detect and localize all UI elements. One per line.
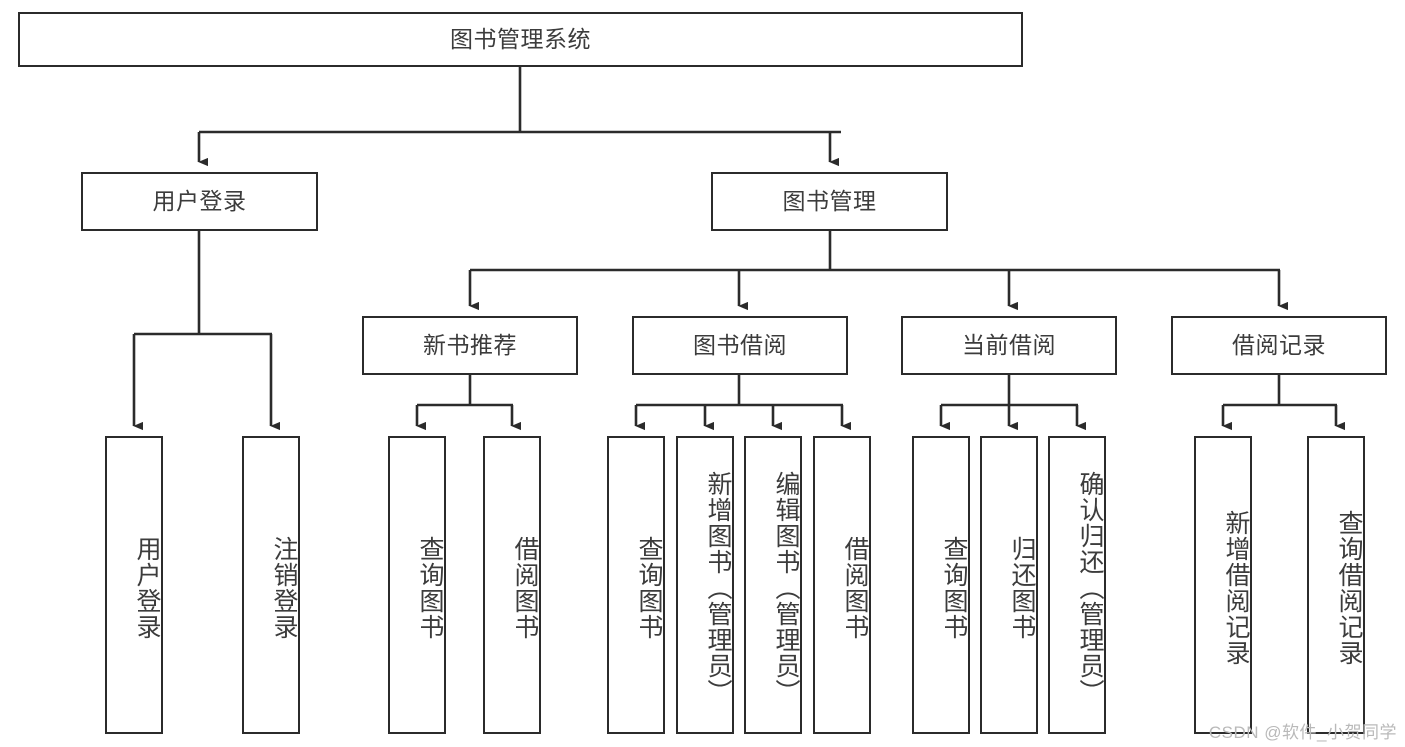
node-leaf-confirm-return-admin[interactable]: 确认归还（管理员） (1048, 436, 1106, 734)
node-label: 注销登录 (270, 536, 298, 640)
node-label: 新增图书（管理员） (704, 471, 732, 705)
node-leaf-query-book-1[interactable]: 查询图书 (388, 436, 446, 734)
node-leaf-logout-login[interactable]: 注销登录 (242, 436, 300, 734)
node-leaf-query-borrow-record[interactable]: 查询借阅记录 (1307, 436, 1365, 734)
node-label: 查询图书 (635, 536, 663, 640)
node-leaf-return-book[interactable]: 归还图书 (980, 436, 1038, 734)
node-label: 归还图书 (1008, 536, 1036, 640)
node-label: 当前借阅 (962, 331, 1056, 358)
node-root-book-management-system[interactable]: 图书管理系统 (18, 12, 1023, 67)
node-label: 新增借阅记录 (1222, 510, 1250, 666)
node-leaf-borrow-book-1[interactable]: 借阅图书 (483, 436, 541, 734)
node-label: 查询借阅记录 (1335, 510, 1363, 666)
node-user-login[interactable]: 用户登录 (81, 172, 318, 231)
node-book-management[interactable]: 图书管理 (711, 172, 948, 231)
node-new-book-recommend[interactable]: 新书推荐 (362, 316, 578, 375)
node-leaf-add-borrow-record[interactable]: 新增借阅记录 (1194, 436, 1252, 734)
node-leaf-query-book-3[interactable]: 查询图书 (912, 436, 970, 734)
node-label: 查询图书 (416, 536, 444, 640)
node-label: 编辑图书（管理员） (772, 471, 800, 705)
node-leaf-edit-book-admin[interactable]: 编辑图书（管理员） (744, 436, 802, 734)
node-label: 借阅图书 (841, 536, 869, 640)
node-label: 用户登录 (152, 187, 247, 214)
node-label: 用户登录 (133, 536, 161, 640)
node-current-borrow[interactable]: 当前借阅 (901, 316, 1117, 375)
node-book-borrow[interactable]: 图书借阅 (632, 316, 848, 375)
node-label: 图书管理 (782, 187, 877, 214)
node-borrow-record[interactable]: 借阅记录 (1171, 316, 1387, 375)
node-label: 借阅图书 (511, 536, 539, 640)
node-label: 借阅记录 (1232, 331, 1326, 358)
node-leaf-query-book-2[interactable]: 查询图书 (607, 436, 665, 734)
node-leaf-user-login[interactable]: 用户登录 (105, 436, 163, 734)
node-leaf-borrow-book-2[interactable]: 借阅图书 (813, 436, 871, 734)
node-label: 图书借阅 (693, 331, 787, 358)
node-label: 图书管理系统 (450, 25, 591, 52)
node-label: 查询图书 (940, 536, 968, 640)
node-leaf-add-book-admin[interactable]: 新增图书（管理员） (676, 436, 734, 734)
node-label: 新书推荐 (423, 331, 517, 358)
node-label: 确认归还（管理员） (1076, 471, 1104, 705)
csdn-watermark: CSDN @软件_小贺同学 (1208, 723, 1397, 742)
